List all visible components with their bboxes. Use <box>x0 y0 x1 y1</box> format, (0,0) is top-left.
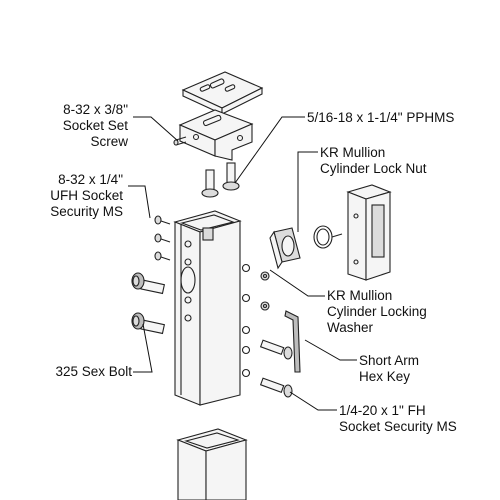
pphms-screw-right <box>222 162 240 191</box>
top-cap-bracket <box>181 71 264 115</box>
cylinder-locking-washer <box>269 227 301 270</box>
mullion-tube-lower <box>176 428 248 500</box>
cylinder-lock-nut <box>313 225 343 249</box>
small-washer-upper <box>260 271 270 281</box>
socket-set-screw <box>173 136 187 146</box>
label-sex-bolt: 325 Sex Bolt <box>55 364 132 379</box>
label-set-screw: 8-32 x 3/8" Socket Set Screw <box>62 102 128 149</box>
short-arm-hex-key <box>284 310 301 373</box>
ufh-screw-mid <box>154 251 171 261</box>
tube-front-holes <box>241 263 251 378</box>
sex-bolt-lower <box>131 312 166 335</box>
mullion-tube-upper <box>173 210 242 406</box>
label-locking-washer: KR Mullion Cylinder Locking Washer <box>327 288 427 335</box>
label-ufh-screw: 8-32 x 1/4" UFH Socket Security MS <box>50 172 123 219</box>
pphms-screw-left <box>201 169 219 198</box>
fh-screw-lower <box>259 377 293 398</box>
fh-screw-upper <box>259 339 293 360</box>
label-lock-nut: KR Mullion Cylinder Lock Nut <box>320 145 427 176</box>
label-hex-key: Short Arm Hex Key <box>359 353 420 384</box>
label-pphms: 5/16-18 x 1-1/4" PPHMS <box>307 110 455 125</box>
ufh-screw-top <box>154 215 171 225</box>
label-fh-screw: 1/4-20 x 1" FH Socket Security MS <box>339 403 457 434</box>
sex-bolt-upper <box>131 272 166 295</box>
leader-lines <box>128 116 357 411</box>
mullion-channel <box>346 184 392 281</box>
lower-bracket <box>178 109 254 161</box>
small-washer-lower <box>260 301 270 311</box>
ufh-screw-bottom <box>154 233 171 243</box>
